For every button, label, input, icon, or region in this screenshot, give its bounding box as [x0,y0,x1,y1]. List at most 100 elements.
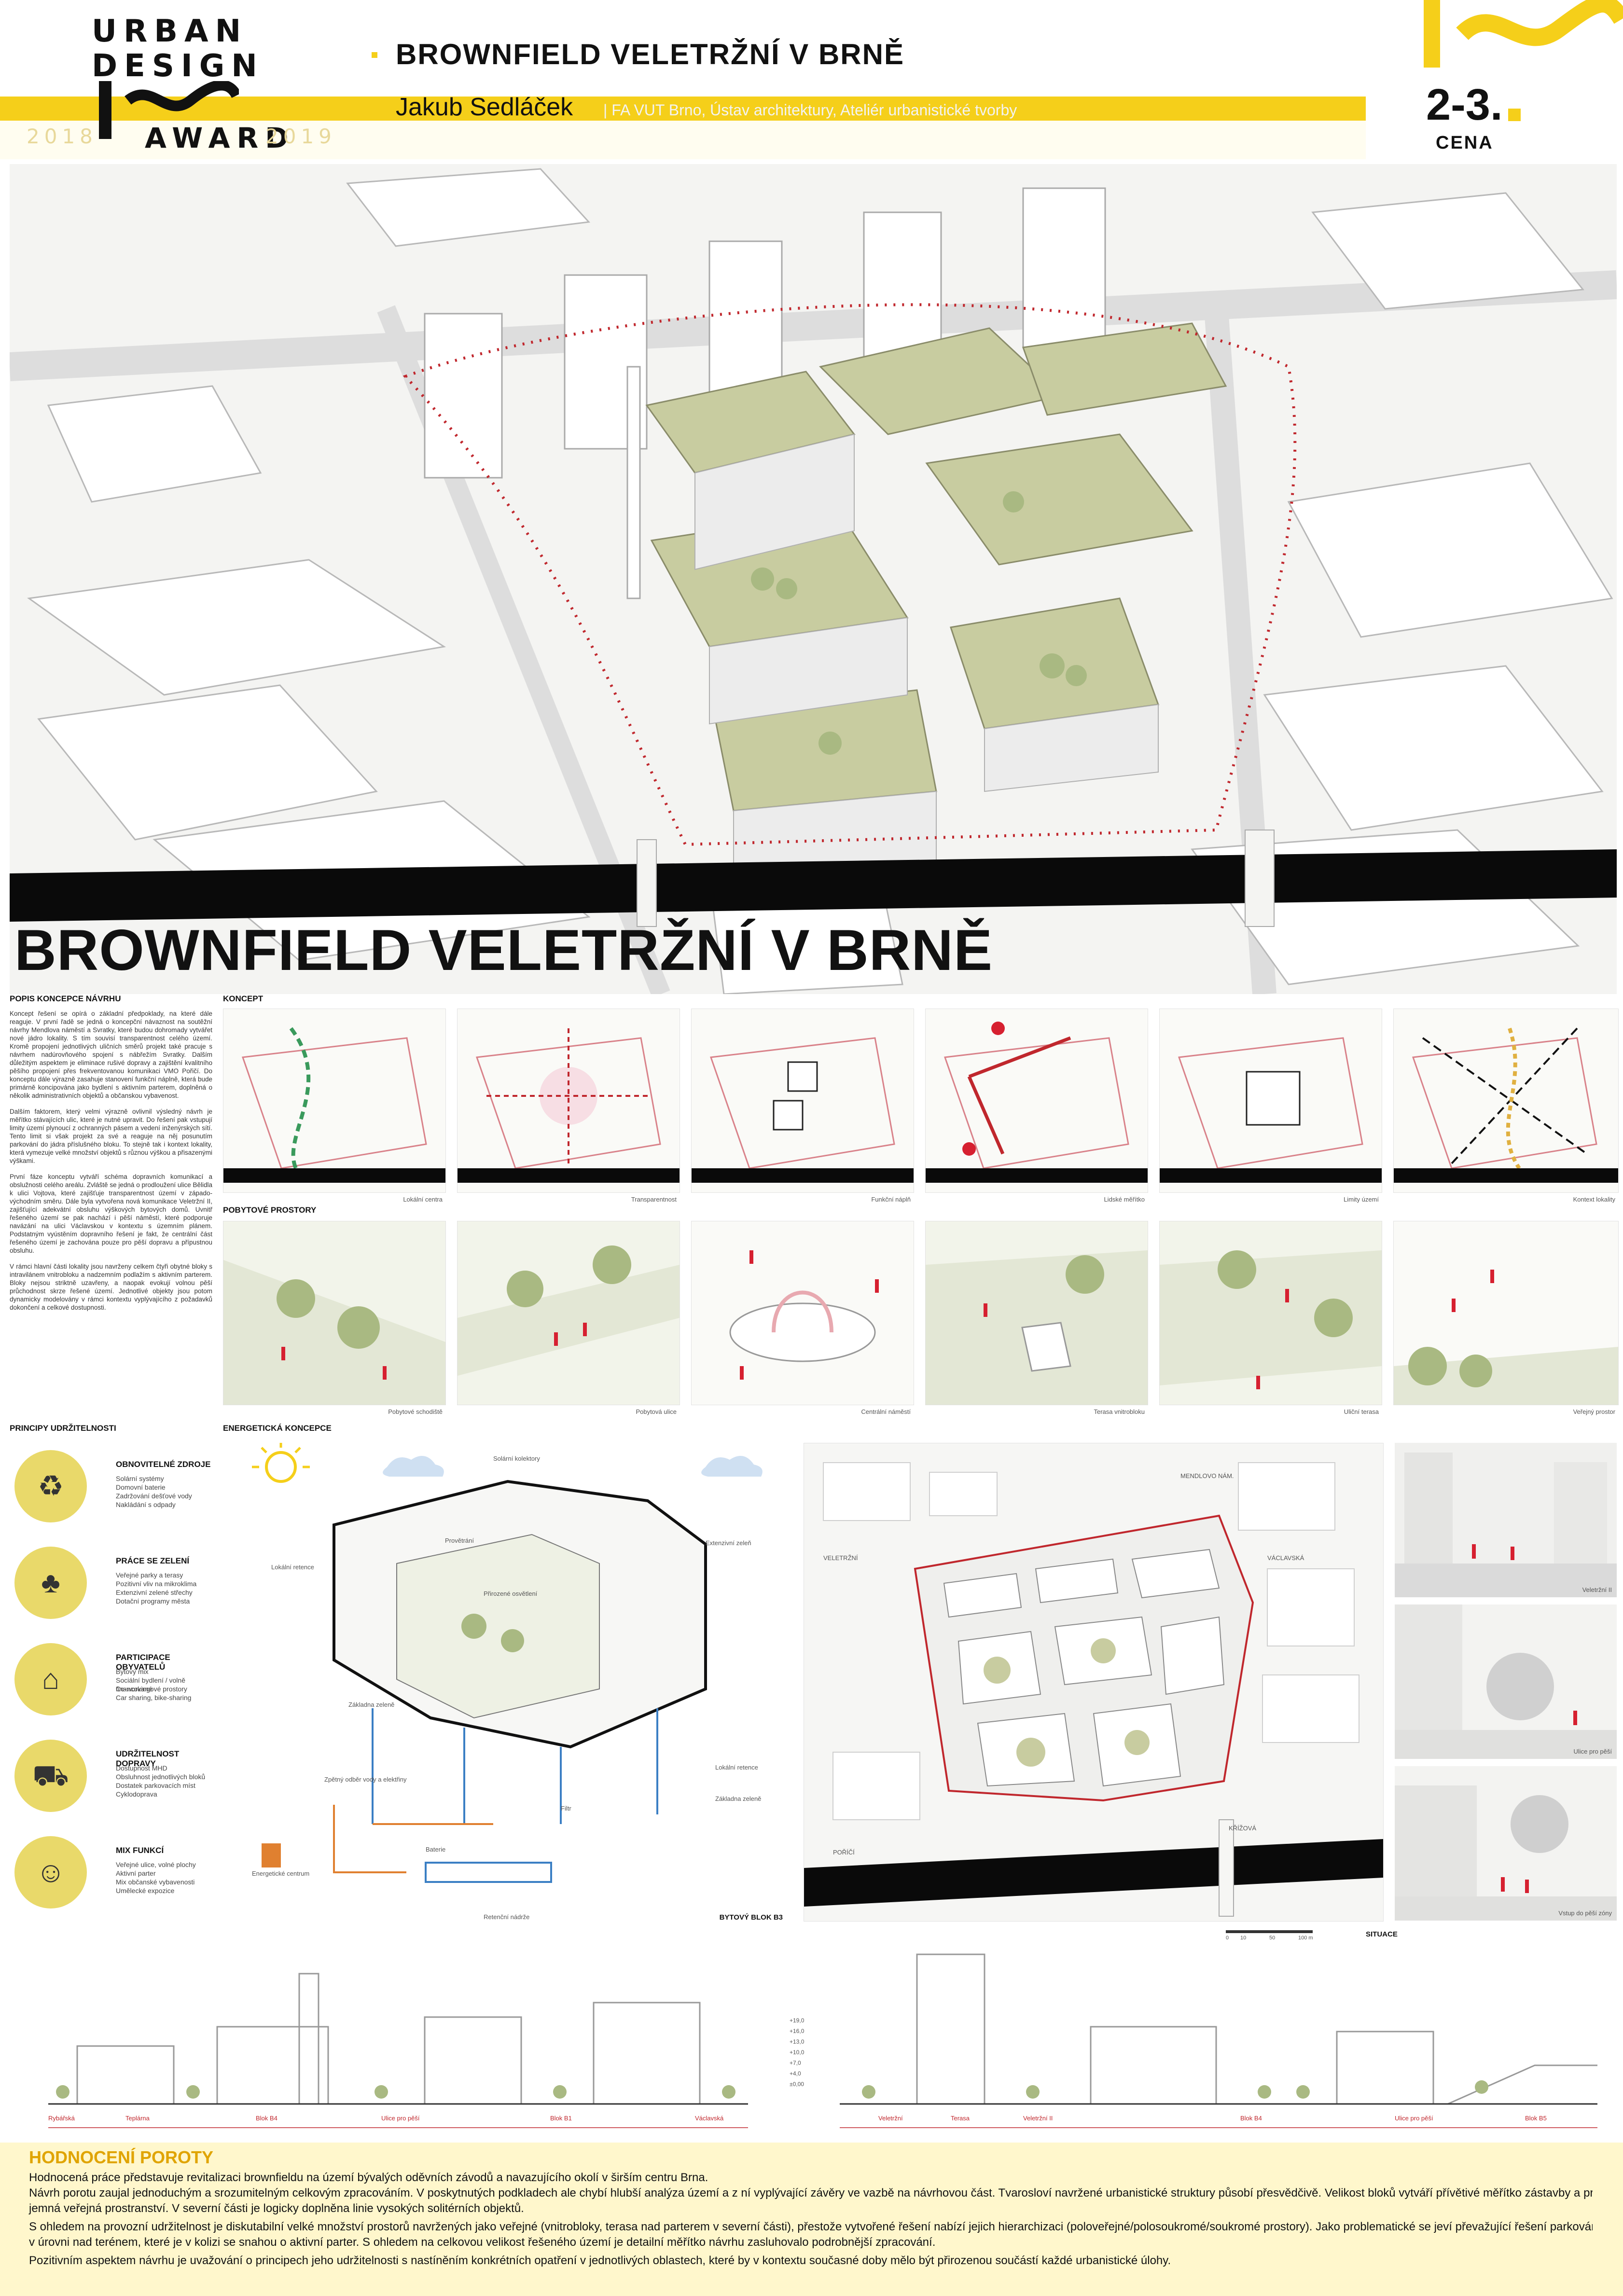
energy-diagram: Solární kolektory Provětrání Extenzivní … [223,1438,788,1925]
view-caption-3: Vstup do pěší zóny [1558,1909,1612,1917]
koncept-panel-4: Lidské měřítko [925,1009,1148,1203]
jury-line: Hodnocená práce představuje revitalizaci… [29,2171,708,2184]
principy-title: PRINCIPY UDRŽITELNOSTI [10,1424,116,1433]
pobytove-panel-6: Veřejný prostor [1393,1221,1619,1415]
pobytove-title: POBYTOVÉ PROSTORY [223,1205,317,1215]
concept-paragraph-1: Koncept řešení se opírá o základní předp… [10,1010,212,1099]
concept-paragraph-4: V rámci hlavní části lokality jsou navrž… [10,1263,212,1311]
koncept-label-4: Lidské měřítko [1104,1196,1145,1203]
street-label: VÁCLAVSKÁ [1267,1554,1304,1562]
site-scale: 0 10 50 100 m [1226,1930,1322,1945]
prize-rank: 2-3. [1426,80,1503,129]
street-label: KŘÍŽOVÁ [1229,1825,1257,1832]
culture-icon: ☺ [14,1836,87,1909]
jury-evaluation: HODNOCENÍ POROTY Hodnocená práce předsta… [0,2143,1623,2296]
principle-item: ♣ PRÁCE SE ZELENÍ Veřejné parky a terasy… [10,1542,217,1629]
koncept-panel-3: Funkční náplň [691,1009,914,1203]
header: URBAN DESIGN AWARD 2018 2019 BROWNFIELD … [0,0,1623,159]
pobytove-label-3: Centrální náměstí [861,1408,911,1415]
pobytove-label-4: Terasa vnitrobloku [1094,1408,1145,1415]
logo-mark-icon [99,81,239,139]
energy-label: Základna zeleně [715,1795,762,1802]
author-affiliation: | FA VUT Brno, Ústav architektury, Ateli… [603,101,1017,119]
site-caption: SITUACE [1366,1930,1398,1938]
pobytove-label-2: Pobytová ulice [636,1408,677,1415]
section-label: Veletržní II [1023,2115,1053,2122]
section-label: Blok B5 [1525,2115,1547,2122]
street-label: POŘÍČÍ [833,1849,855,1856]
energy-label: Solární kolektory [493,1455,540,1462]
energy-label: Baterie [426,1846,446,1853]
tree-icon: ♣ [14,1547,87,1619]
prize-label: CENA [1436,133,1494,153]
jury-line: Pozitivním aspektem návrhu je uvažování … [29,2254,1171,2267]
section-right: Veletržní Terasa Veletržní II Blok B4 Ul… [840,1945,1597,2129]
pobytove-panel-5: Uliční terasa [1159,1221,1382,1415]
energy-label: Energetické centrum [252,1870,310,1877]
view-vstup-do-pesi-zony: Vstup do pěší zóny [1395,1766,1617,1921]
koncept-label-6: Kontext lokality [1573,1196,1615,1203]
concept-description-title: POPIS KONCEPCE NÁVRHU [10,994,121,1003]
principle-item: ⌂ PARTICIPACE OBYVATELŮ Bytový mix Sociá… [10,1638,217,1725]
jury-line: jemná veřejná prostranství. V severní čá… [29,2202,524,2215]
view-caption-1: Veletržní II [1582,1586,1612,1593]
street-views: Veletržní II Ulice pro pěší Vstup do pěš… [1395,1443,1617,1925]
prize-dot [1508,109,1521,121]
energy-label: Extenzivní zeleň [706,1539,751,1547]
jury-title: HODNOCENÍ POROTY [29,2147,214,2167]
year-left: 2018 [27,124,97,148]
section-left: Rybářská Teplárna Blok B4 Ulice pro pěší… [48,1945,748,2129]
pobytove-panel-2: Pobytová ulice [457,1221,680,1415]
pobytove-panel-3: Centrální náměstí [691,1221,914,1415]
view-veletrzni-ii: Veletržní II [1395,1443,1617,1597]
author-name: Jakub Sedláček [396,93,573,121]
aerial-view: BROWNFIELD VELETRŽNÍ V BRNĚ [10,164,1617,994]
section-label: Blok B4 [256,2115,277,2122]
energy-label: Lokální retence [715,1764,758,1771]
section-label: Terasa [951,2115,970,2122]
hero-title: BROWNFIELD VELETRŽNÍ V BRNĚ [14,918,993,982]
logo-design: DESIGN [92,48,264,84]
koncept-panel-2: Transparentnost [457,1009,680,1203]
pobytove-panel-4: Terasa vnitrobloku [925,1221,1148,1415]
pobytove-label-5: Uliční terasa [1344,1408,1379,1415]
concept-paragraph-3: První fáze konceptu vytváří schéma dopra… [10,1173,212,1254]
pobytove-label-6: Veřejný prostor [1573,1408,1615,1415]
energy-label: Zpětný odběr vody a elektřiny [324,1776,407,1783]
jury-line: Návrh porotu zaujal jednoduchým a srozum… [29,2186,1593,2199]
energy-axonometry [252,1443,763,1883]
jury-line: S ohledem na provozní udržitelnost je di… [29,2220,1593,2233]
principle-item: ♻ OBNOVITELNÉ ZDROJE Solární systémy Dom… [10,1445,217,1532]
principle-item: ☺ MIX FUNKCÍ Veřejné ulice, volné plochy… [10,1831,217,1918]
section-label: Blok B1 [550,2115,572,2122]
section-label: Ulice pro pěší [381,2115,420,2122]
energy-label: Lokální retence [271,1563,314,1571]
view-caption-2: Ulice pro pěší [1573,1748,1612,1755]
energy-label: Filtr [561,1805,571,1812]
logo-urban: URBAN [92,14,248,49]
koncept-panel-6: Kontext lokality [1393,1009,1619,1203]
koncept-label-5: Limity území [1344,1196,1379,1203]
concept-description: POPIS KONCEPCE NÁVRHU Koncept řešení se … [10,994,212,1428]
aerial-illustration [10,168,1617,994]
header-yellow-band [0,97,1366,121]
award-mark-icon [1424,0,1623,68]
community-icon: ⌂ [14,1643,87,1715]
section-label: Ulice pro pěší [1395,2115,1433,2122]
energy-label: Základna zeleně [348,1701,395,1708]
section-label: Blok B4 [1240,2115,1262,2122]
site-plan-drawing [804,1462,1383,1917]
street-label: VELETRŽNÍ [823,1554,858,1562]
site-plan: MENDLOVO NÁM. VELETRŽNÍ VÁCLAVSKÁ POŘÍČÍ… [804,1443,1384,1922]
energy-title: ENERGETICKÁ KONCEPCE [223,1424,332,1433]
koncept-label-3: Funkční náplň [871,1196,911,1203]
section-levels: +19,0 +16,0 +13,0 +10,0 +7,0 +4,0 ±0,00 [790,2017,805,2088]
title-bullet [372,52,377,58]
year-right: 2019 [265,124,336,148]
transport-icon: ⛟ [14,1740,87,1812]
section-label: Teplárna [125,2115,150,2122]
view-ulice-pro-pesi: Ulice pro pěší [1395,1604,1617,1759]
section-left-drawing [48,1973,748,2129]
pobytove-label-1: Pobytové schodiště [388,1408,443,1415]
koncept-label-2: Transparentnost [631,1196,677,1203]
